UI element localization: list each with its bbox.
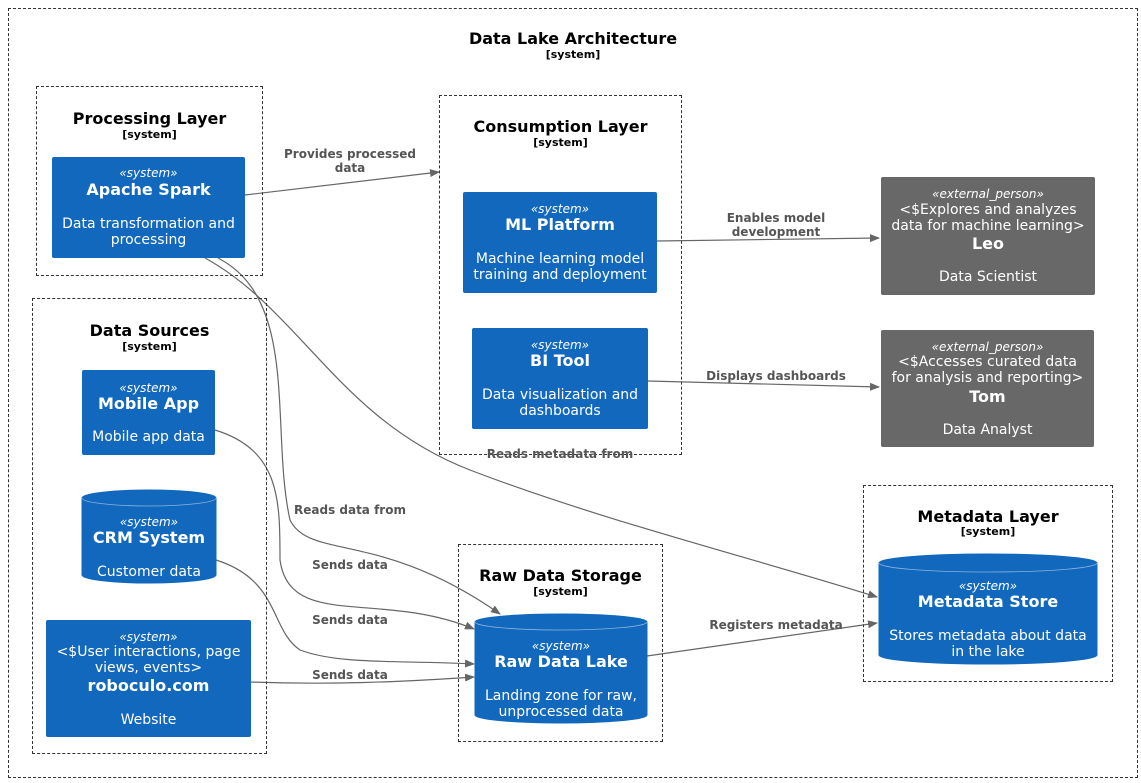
label-sends-data-mobile: Sends data [312,558,388,572]
node-stereotype: «external_person» [932,187,1044,201]
node-sprite-line: <$Explores and analyzes [899,202,1077,218]
boundary-data-lake-architecture: Data Lake Architecture [system] [8,8,1138,778]
node-description: Stores metadata about data [889,628,1087,644]
node-sprite-line: <$User interactions, page [56,644,241,660]
node-person-tom[interactable]: «external_person» <$Accesses curated dat… [881,330,1094,447]
node-mobile-app[interactable]: «system» Mobile App Mobile app data [82,370,215,455]
node-name: roboculo.com [87,676,210,695]
boundary-stereotype: [system] [533,585,588,598]
node-person-leo[interactable]: «external_person» <$Explores and analyze… [881,177,1095,295]
node-raw-data-lake[interactable]: «system» Raw Data Lake Landing zone for … [475,614,647,723]
meta-cylinder [878,553,1098,665]
node-description: training and deployment [473,267,647,283]
crm-cylinder [81,489,217,584]
lake-cylinder [474,613,648,724]
edge-web-to-lake [249,673,475,684]
label-line: Provides processed [284,147,416,161]
boundary-raw-data-storage: Raw Data Storage [system] [458,544,663,742]
boundary-stereotype: [system] [122,340,177,353]
node-name: CRM System [92,528,206,547]
node-description: Landing zone for raw, [484,688,638,704]
label-line: development [731,225,821,239]
node-stereotype: «system» [119,630,178,644]
node-description: in the lake [951,644,1025,660]
label-displays-dashboards: Displays dashboards [706,369,846,383]
node-stereotype: «system» [531,639,591,653]
edge-spark-to-consumption [244,169,440,196]
label-reads-data-from: Reads data from [294,503,406,517]
node-description: Website [120,712,177,728]
boundary-data-sources: Data Sources [system] [32,298,267,754]
node-name: BI Tool [530,351,590,370]
node-stereotype: «external_person» [931,340,1044,354]
node-apache-spark[interactable]: «system» Apache Spark Data transformatio… [52,157,245,258]
node-sprite-line: <$Accesses curated data [898,354,1077,370]
node-stereotype: «system» [958,579,1018,593]
node-description: Data visualization and [481,387,639,403]
edge-crm-to-lake [215,559,475,668]
node-name: Apache Spark [86,180,211,199]
label-reads-metadata-from: Reads metadata from [486,447,634,461]
node-stereotype: «system» [530,202,590,216]
label-sends-data-web: Sends data [312,668,388,682]
node-sprite-line: data for machine learning> [891,218,1085,234]
boundary-processing-layer: Processing Layer [system] [36,86,263,276]
node-description: dashboards [519,403,601,419]
boundary-title: Consumption Layer [473,117,648,136]
diagram-title: Data Lake Architecture [468,29,678,48]
node-sprite-line: for analysis and reporting> [891,370,1084,386]
node-stereotype: «system» [119,381,178,395]
node-stereotype: «system» [530,338,590,352]
node-name: Leo [971,234,1005,253]
boundary-stereotype: [system] [533,136,588,149]
node-stereotype: «system» [119,166,178,180]
node-name: Mobile App [97,394,200,413]
edge-ml-to-leo [656,234,880,243]
node-description: Data transformation and [62,216,235,232]
node-name: Metadata Store [917,592,1059,611]
node-roboculo-website[interactable]: «system» <$User interactions, page views… [46,620,251,737]
edge-spark-to-meta [204,257,878,599]
boundary-title: Raw Data Storage [479,566,642,585]
node-bi-tool[interactable]: «system» BI Tool Data visualization and … [472,328,648,429]
node-description: unprocessed data [498,704,624,720]
node-name: ML Platform [505,215,615,234]
diagram-stereotype: [system] [545,48,601,61]
boundary-stereotype: [system] [122,128,177,141]
node-crm-system[interactable]: «system» CRM System Customer data [82,490,216,583]
boundary-stereotype: [system] [960,525,1016,538]
node-description: Mobile app data [92,429,205,445]
boundary-title: Processing Layer [72,109,227,128]
boundary-consumption-layer: Consumption Layer [system] [439,95,682,455]
node-metadata-store[interactable]: «system» Metadata Store Stores metadata … [879,554,1097,664]
boundary-title: Data Sources [89,321,210,340]
node-description: processing [110,232,187,248]
label-registers-metadata: Registers metadata [709,618,843,632]
boundary-title: Metadata Layer [917,507,1059,526]
label-sends-data-crm: Sends data [312,613,388,627]
node-name: Raw Data Lake [494,652,628,671]
edge-mobile-to-lake [214,429,475,630]
edge-bi-to-tom [647,380,880,391]
edge-lake-to-meta [646,620,878,657]
node-ml-platform[interactable]: «system» ML Platform Machine learning mo… [463,192,657,293]
label-enables-model-development: Enables model development [696,211,856,239]
label-provides-processed-data: Provides processed data [270,147,430,175]
label-line: data [334,161,366,175]
boundary-metadata-layer: Metadata Layer [system] [863,485,1113,682]
node-description: Customer data [97,564,201,580]
node-name: Tom [969,387,1006,406]
label-line: Enables model [726,211,826,225]
node-stereotype: «system» [119,515,179,529]
node-description: Data Analyst [942,422,1033,438]
node-description: Machine learning model [475,251,645,267]
node-description: Data Scientist [939,269,1037,285]
node-sprite-line: views, events> [94,660,203,676]
